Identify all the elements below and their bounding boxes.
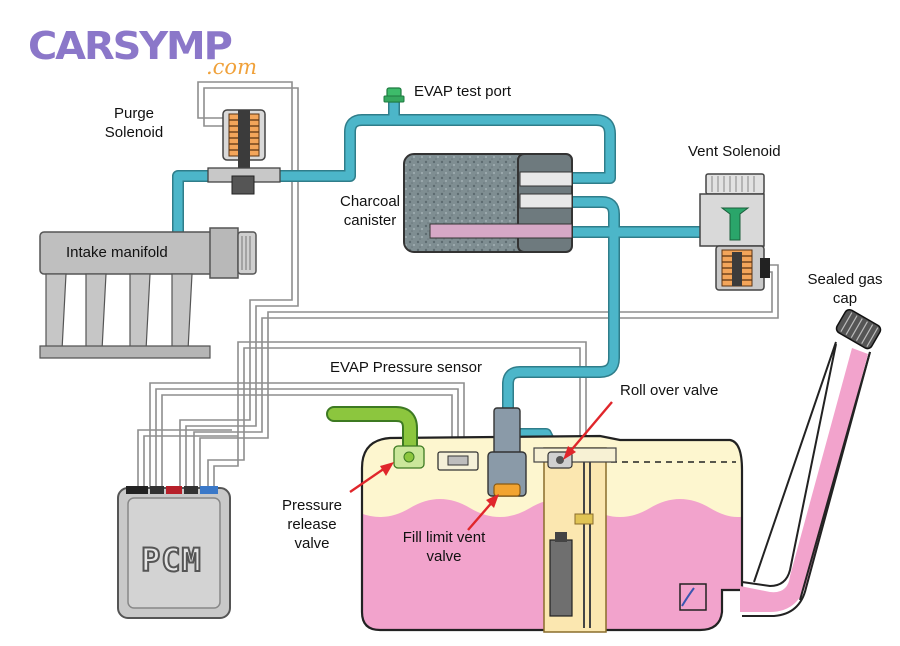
- vent-solenoid-label: Vent Solenoid: [688, 143, 781, 160]
- charcoal-canister-label: Charcoal canister: [330, 192, 410, 230]
- sealed-gas-cap-label-line1: Sealed gas: [807, 271, 883, 288]
- evap-test-port: [383, 87, 405, 103]
- pressure-release-valve-label: Pressure release valve: [272, 496, 352, 553]
- evap-test-port-label: EVAP test port: [414, 83, 511, 100]
- fill-limit-vent-valve-label: Fill limit vent valve: [384, 528, 504, 566]
- evap-pressure-sensor: [437, 451, 479, 471]
- filler-neck: [679, 341, 871, 617]
- purge-solenoid: [207, 109, 281, 195]
- purge-solenoid-label-line1: Purge: [113, 105, 155, 122]
- pressure-release-valve: [326, 406, 425, 469]
- sealed-gas-cap-label-line2: cap: [832, 290, 858, 307]
- fill-limit-vent-valve: [487, 407, 527, 497]
- charcoal-canister-label-line1: Charcoal: [339, 193, 401, 210]
- purge-solenoid-label: Purge Solenoid: [94, 104, 174, 142]
- electrical-wires: [137, 81, 779, 490]
- roll-over-valve-label: Roll over valve: [620, 382, 719, 399]
- evap-pressure-sensor-label: EVAP Pressure sensor: [330, 359, 483, 376]
- pressure-release-valve-label-line2: release: [287, 516, 337, 533]
- intake-manifold-label: Intake manifold: [66, 244, 168, 261]
- charcoal-canister-label-line2: canister: [343, 212, 397, 229]
- fuel-pump-module: [533, 447, 617, 633]
- purge-solenoid-label-line2: Solenoid: [104, 124, 164, 141]
- intake-manifold: [39, 227, 257, 359]
- pcm-label: PCM: [140, 540, 202, 580]
- sealed-gas-cap-label: Sealed gas cap: [800, 270, 890, 308]
- pressure-release-valve-label-line1: Pressure: [281, 497, 343, 514]
- carsymp-logo-domain: .com: [206, 55, 257, 79]
- vent-solenoid: [699, 173, 770, 291]
- fill-limit-vent-valve-label-line1: Fill limit vent: [402, 529, 486, 546]
- charcoal-canister: [403, 153, 573, 253]
- pressure-release-valve-label-line3: valve: [294, 535, 330, 552]
- pointer-arrows: [349, 401, 613, 531]
- sealed-gas-cap: [835, 308, 882, 350]
- carsymp-logo: CARSYMP: [28, 24, 233, 68]
- pcm-module: [117, 486, 231, 619]
- fill-limit-vent-valve-label-line2: valve: [426, 548, 462, 565]
